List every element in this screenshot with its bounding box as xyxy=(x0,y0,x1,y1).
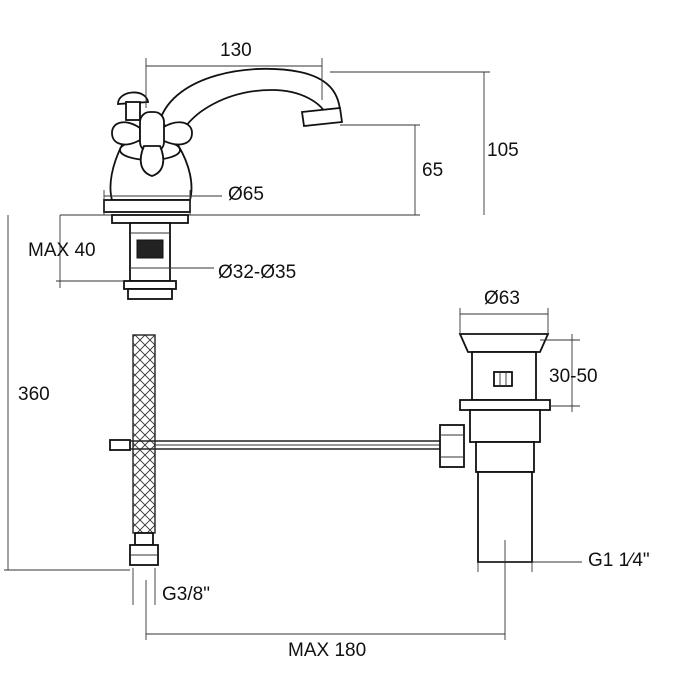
pop-up-rod xyxy=(109,439,440,451)
dim-max-rod: MAX 180 xyxy=(288,640,366,661)
rod-clip xyxy=(109,439,131,451)
hose-braid xyxy=(132,334,156,534)
dim-base-diameter: Ø65 xyxy=(228,184,264,205)
locking-nut xyxy=(123,280,177,290)
waste-body-lower xyxy=(475,441,535,473)
dim-max-deck: MAX 40 xyxy=(28,240,96,261)
waste-body-upper xyxy=(469,409,541,443)
base-plate xyxy=(103,199,191,213)
cross-handle xyxy=(111,91,193,177)
waste-slot xyxy=(493,371,513,387)
pop-up-waste xyxy=(439,333,551,563)
shank-collar xyxy=(136,239,164,259)
dim-spout-reach: 130 xyxy=(220,40,252,61)
dim-total-height: 105 xyxy=(487,140,519,161)
locking-nut-bottom xyxy=(127,288,173,300)
rod-connector xyxy=(439,424,465,468)
waste-plug xyxy=(458,333,550,353)
faucet xyxy=(60,67,420,300)
knob-stem xyxy=(125,101,141,121)
dim-waste-range: 30-50 xyxy=(549,366,598,387)
dim-hole-diameter: Ø32-Ø35 xyxy=(218,262,296,283)
dim-hose-thread: G3/8" xyxy=(162,584,210,605)
dim-spout-height: 65 xyxy=(422,160,443,181)
dim-waste-plug: Ø63 xyxy=(484,288,520,309)
dim-hose-length: 360 xyxy=(18,384,50,405)
spout-aerator xyxy=(300,107,344,127)
handle-arm-right xyxy=(161,121,193,146)
dimension-lines xyxy=(4,58,582,640)
flexible-hose xyxy=(129,334,159,566)
waste-nut xyxy=(459,399,551,411)
handle-arm-left xyxy=(111,121,141,146)
dim-waste-thread: G1 1⁄4" xyxy=(588,550,650,571)
deck-washer xyxy=(111,214,189,224)
handle-arm-front xyxy=(139,145,165,177)
dimension-labels: 130 105 65 Ø65 MAX 40 Ø32-Ø35 Ø63 30-50 … xyxy=(18,40,650,661)
hose-fitting xyxy=(134,532,154,546)
